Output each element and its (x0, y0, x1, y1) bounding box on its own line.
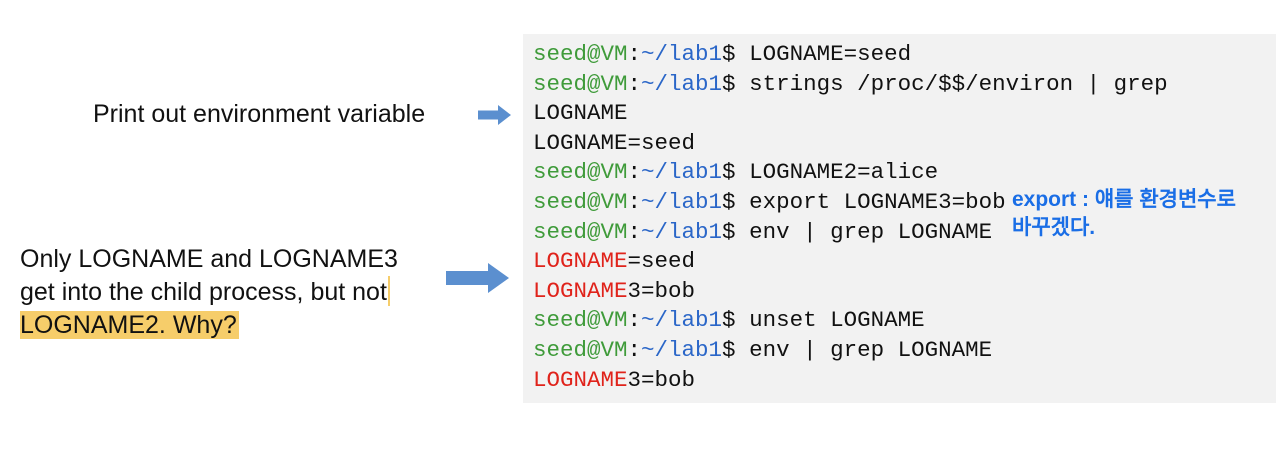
command-text: env | grep LOGNAME (749, 336, 993, 363)
terminal-line: seed@VM:~/lab1$ env | grep LOGNAME (533, 218, 1168, 248)
command-text: export LOGNAME3=bob (749, 188, 1006, 215)
prompt-user: seed@VM (533, 307, 628, 334)
prompt-colon: : (627, 218, 642, 245)
export-annotation: export : 얘를 환경변수로 바꾸겠다. (1012, 186, 1236, 242)
output-text: LOGNAME=seed (533, 129, 696, 156)
prompt-user: seed@VM (533, 336, 628, 363)
grep-match: LOGNAME (533, 248, 628, 275)
question-line-2: get into the child process, but not (20, 276, 398, 309)
command-text: LOGNAME2=alice (749, 159, 939, 186)
grep-match: LOGNAME (533, 366, 628, 393)
terminal-line: seed@VM:~/lab1$ LOGNAME2=alice (533, 158, 1168, 188)
output-text: =seed (627, 248, 696, 275)
prompt-dollar: $ (722, 41, 750, 67)
question-line-3: LOGNAME2. Why? (20, 309, 398, 342)
child-process-question-label: Only LOGNAME and LOGNAME3 get into the c… (20, 243, 398, 342)
prompt-colon: : (627, 159, 642, 186)
prompt-user: seed@VM (533, 159, 628, 186)
terminal-line: seed@VM:~/lab1$ env | grep LOGNAME (533, 336, 1168, 366)
terminal-line: LOGNAME3=bob (533, 277, 1168, 307)
annotation-line-1: export : 얘를 환경변수로 (1012, 188, 1236, 211)
command-text: unset LOGNAME (749, 307, 925, 334)
terminal-line: LOGNAME=seed (533, 247, 1168, 277)
terminal-line: LOGNAME3=bob (533, 366, 1168, 396)
prompt-user: seed@VM (533, 218, 628, 245)
prompt-dollar: $ (722, 188, 750, 215)
grep-match: LOGNAME (533, 277, 628, 304)
prompt-colon: : (627, 70, 642, 97)
prompt-path: ~/lab1 (641, 188, 723, 215)
prompt-user: seed@VM (533, 70, 628, 97)
arrow-right-icon (446, 263, 509, 293)
prompt-path: ~/lab1 (641, 307, 723, 334)
question-line-1: Only LOGNAME and LOGNAME3 (20, 245, 398, 273)
prompt-path: ~/lab1 (641, 41, 723, 67)
prompt-dollar: $ (722, 70, 750, 97)
prompt-path: ~/lab1 (641, 218, 723, 245)
prompt-path: ~/lab1 (641, 336, 723, 363)
prompt-dollar: $ (722, 218, 750, 245)
terminal-line: seed@VM:~/lab1$ unset LOGNAME (533, 306, 1168, 336)
prompt-colon: : (627, 336, 642, 363)
output-text: 3=bob (627, 277, 696, 304)
prompt-dollar: $ (722, 159, 750, 186)
annotation-line-2: 바꾸겠다. (1012, 216, 1096, 239)
prompt-colon: : (627, 307, 642, 334)
prompt-dollar: $ (722, 336, 750, 363)
command-text: strings /proc/$$/environ | grep (749, 70, 1168, 97)
command-text: LOGNAME=seed (749, 41, 912, 67)
terminal-line: seed@VM:~/lab1$ strings /proc/$$/environ… (533, 70, 1168, 100)
prompt-user: seed@VM (533, 188, 628, 215)
print-env-label: Print out environment variable (93, 100, 426, 128)
prompt-path: ~/lab1 (641, 159, 723, 186)
terminal-line: seed@VM:~/lab1$ export LOGNAME3=bob (533, 188, 1168, 218)
prompt-colon: : (627, 188, 642, 215)
terminal-line: seed@VM:~/lab1$ LOGNAME=seed (533, 40, 1168, 70)
output-text: 3=bob (627, 366, 696, 393)
highlight-cursor (387, 276, 390, 306)
terminal-line: LOGNAME (533, 99, 1168, 129)
prompt-user: seed@VM (533, 41, 628, 67)
prompt-colon: : (627, 41, 642, 67)
command-text: env | grep LOGNAME (749, 218, 993, 245)
highlighted-text: LOGNAME2. Why? (20, 311, 239, 339)
output-text: LOGNAME (533, 100, 628, 127)
terminal-line: LOGNAME=seed (533, 129, 1168, 159)
prompt-dollar: $ (722, 307, 750, 334)
prompt-path: ~/lab1 (641, 70, 723, 97)
arrow-right-icon (478, 105, 511, 125)
